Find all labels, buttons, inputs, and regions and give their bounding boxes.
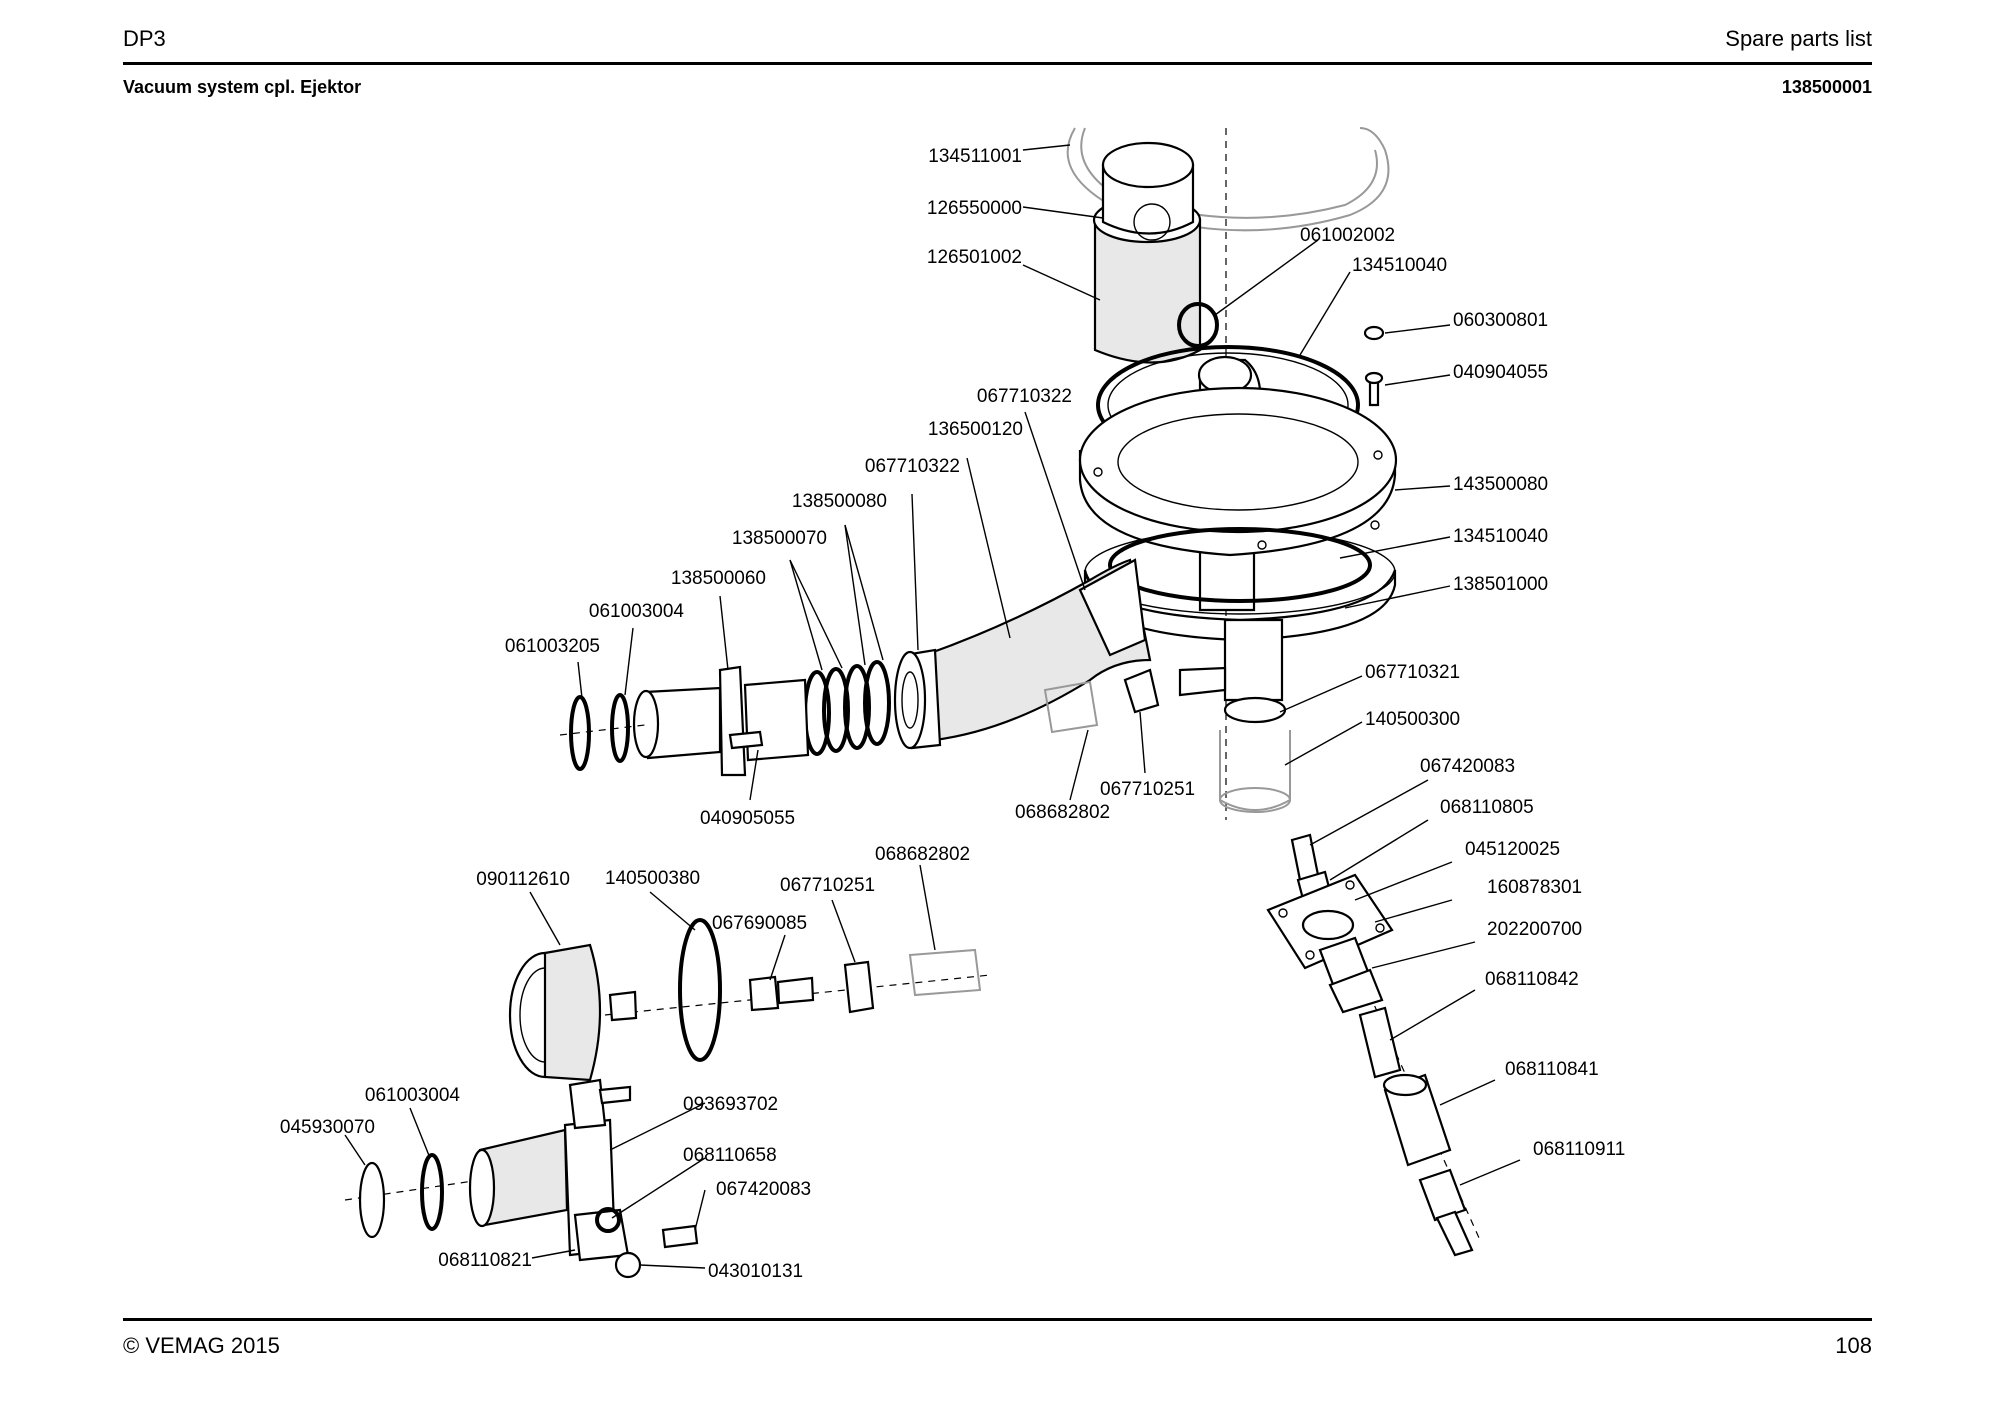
- callout-067420083: 067420083: [1420, 756, 1515, 777]
- callout-045120025: 045120025: [1465, 839, 1560, 860]
- callout-068682802-b: 068682802: [875, 844, 970, 865]
- callout-134510040-b: 134510040: [1453, 526, 1548, 547]
- callout-136500120: 136500120: [928, 419, 1023, 440]
- callout-138500070: 138500070: [732, 528, 827, 549]
- callout-068110658: 068110658: [683, 1145, 777, 1166]
- document-type: Spare parts list: [1725, 26, 1872, 51]
- callout-068110911: 068110911: [1533, 1139, 1625, 1160]
- callout-138500080: 138500080: [792, 491, 887, 512]
- callout-060300801: 060300801: [1453, 310, 1548, 331]
- callout-140500380: 140500380: [605, 868, 700, 889]
- callout-061003205: 061003205: [505, 636, 600, 657]
- callout-093693702: 093693702: [683, 1094, 778, 1115]
- callout-134510040: 134510040: [1352, 255, 1447, 276]
- callout-061002002: 061002002: [1300, 225, 1395, 246]
- callout-068110821: 068110821: [438, 1250, 532, 1271]
- callout-043010131: 043010131: [708, 1261, 803, 1282]
- callout-040904055: 040904055: [1453, 362, 1548, 383]
- callout-090112610: 090112610: [476, 869, 570, 890]
- callout-067420083-b: 067420083: [716, 1179, 811, 1200]
- callout-068682802: 068682802: [1015, 802, 1110, 823]
- copyright: © VEMAG 2015: [123, 1333, 280, 1358]
- leader-lines: [344, 144, 1521, 1269]
- callout-068110841: 068110841: [1505, 1059, 1599, 1080]
- assembly-number: 138500001: [1781, 77, 1872, 97]
- callout-126501002: 126501002: [927, 247, 1022, 268]
- callout-067710322: 067710322: [977, 386, 1072, 407]
- callout-061003004-b: 061003004: [365, 1085, 461, 1106]
- page-number: 108: [1835, 1333, 1872, 1358]
- callout-160878301: 160878301: [1487, 877, 1582, 898]
- callout-068110805: 068110805: [1440, 797, 1534, 818]
- callout-138501000: 138501000: [1453, 574, 1548, 595]
- callout-067710322-b: 067710322: [865, 456, 960, 477]
- footer-rule: [123, 1318, 1872, 1321]
- part-number-callouts: 134511001 126550000 126501002 061002002 …: [280, 146, 1625, 1282]
- vacuum-ejector-assembly-drawing: [559, 127, 1398, 820]
- model-name: DP3: [123, 26, 166, 51]
- callout-061003004: 061003004: [589, 601, 685, 622]
- assembly-title: Vacuum system cpl. Ejektor: [123, 77, 362, 97]
- callout-202200700: 202200700: [1487, 919, 1582, 940]
- vacuum-gauge-assembly-drawing: [344, 918, 991, 1279]
- callout-138500060: 138500060: [671, 568, 766, 589]
- callout-143500080: 143500080: [1453, 474, 1548, 495]
- callout-067690085: 067690085: [712, 913, 807, 934]
- callout-134511001: 134511001: [928, 146, 1022, 167]
- callout-045930070: 045930070: [280, 1117, 375, 1138]
- callout-067710251-b: 067710251: [780, 875, 875, 896]
- header-rule: [123, 62, 1872, 65]
- coupling-assembly-drawing: [1266, 833, 1481, 1257]
- callout-068110842: 068110842: [1485, 969, 1579, 990]
- callout-040905055: 040905055: [700, 808, 795, 829]
- callout-126550000: 126550000: [927, 198, 1022, 219]
- callout-140500300: 140500300: [1365, 709, 1460, 730]
- callout-067710251: 067710251: [1100, 779, 1195, 800]
- callout-067710321: 067710321: [1365, 662, 1460, 683]
